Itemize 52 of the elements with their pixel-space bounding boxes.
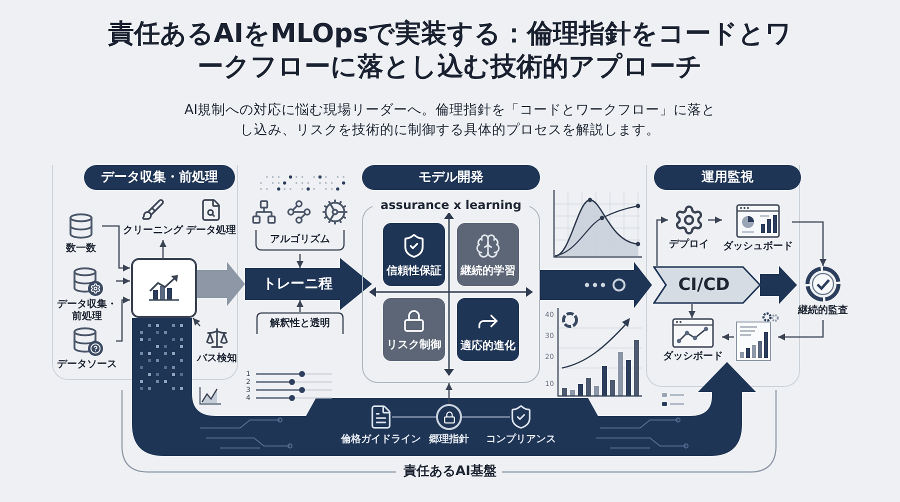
quadrant-tile (383, 298, 445, 361)
chevron-label: CI/CD (678, 275, 730, 295)
arrow (688, 304, 696, 318)
item-label: 解釈性と透明 (270, 318, 330, 330)
item-label: 倫格ガイドライン (341, 434, 421, 446)
item-label: データソース (57, 359, 117, 371)
subtitle: AI規制への対応に悩む現場リーダーへ。倫理指針を「コードとワークフロー」に落とし込み、リスクを技術的に制御する具体的プロセスを解説します。 (183, 101, 717, 140)
title: 責任あるAIをMLOpsで実装する：倫理指針をコードとワークフローに落とし込む技術的アプローチ (106, 18, 794, 84)
arrow (296, 300, 304, 312)
arrow (792, 221, 826, 266)
tile-label: リスク制御 (386, 338, 442, 350)
arrow (160, 240, 166, 258)
icon-card (131, 258, 197, 318)
item-label: コンプリアンス (486, 434, 556, 446)
item-label: デプロイ (669, 239, 709, 251)
tile-label: 継続的学習 (460, 264, 516, 276)
quadrant-tile (457, 298, 519, 361)
connector-line (462, 416, 510, 418)
tile-label: 信頼性保証 (386, 264, 442, 276)
item-label: アルゴリズム (270, 234, 330, 246)
bar-chart-report-drawing (735, 312, 779, 362)
quadrant-tile (383, 223, 445, 286)
arrow (296, 254, 304, 268)
frame-title: assurance x learning (372, 197, 530, 213)
section-heading: データ収集・前処理 (84, 165, 235, 190)
item-label: データ収集・前処理 (57, 299, 117, 323)
arrow (778, 320, 824, 340)
section-heading: モデル開発 (362, 165, 540, 190)
arrow (446, 383, 452, 404)
arrow-label: トレーニ程 (262, 276, 332, 292)
arrow (656, 216, 668, 266)
item-label: データ処理 (186, 225, 236, 237)
item-label: クリーニング (123, 225, 183, 237)
foundation-label: 責任あるAI基盤 (404, 464, 496, 480)
arrow (116, 296, 130, 342)
item-label: 郷理指針 (429, 434, 469, 446)
section-heading: 運用監視 (654, 165, 801, 190)
block-arrow (760, 266, 797, 304)
arrow (722, 334, 734, 340)
arrow (192, 318, 200, 326)
connector-line (392, 416, 436, 418)
item-label: バス検知 (197, 353, 237, 365)
item-label: 継続的監査 (798, 305, 848, 317)
item-label: ダッシュボード (723, 241, 793, 253)
item-label: ダッシボード (663, 351, 723, 363)
arrow (116, 278, 130, 284)
arrow (708, 216, 722, 224)
block-arrow (540, 262, 652, 308)
arrow (102, 225, 130, 272)
quadrant-tile (457, 223, 519, 286)
tile-label: 適応的進化 (460, 338, 516, 352)
item-label: 数一数 (66, 243, 96, 255)
